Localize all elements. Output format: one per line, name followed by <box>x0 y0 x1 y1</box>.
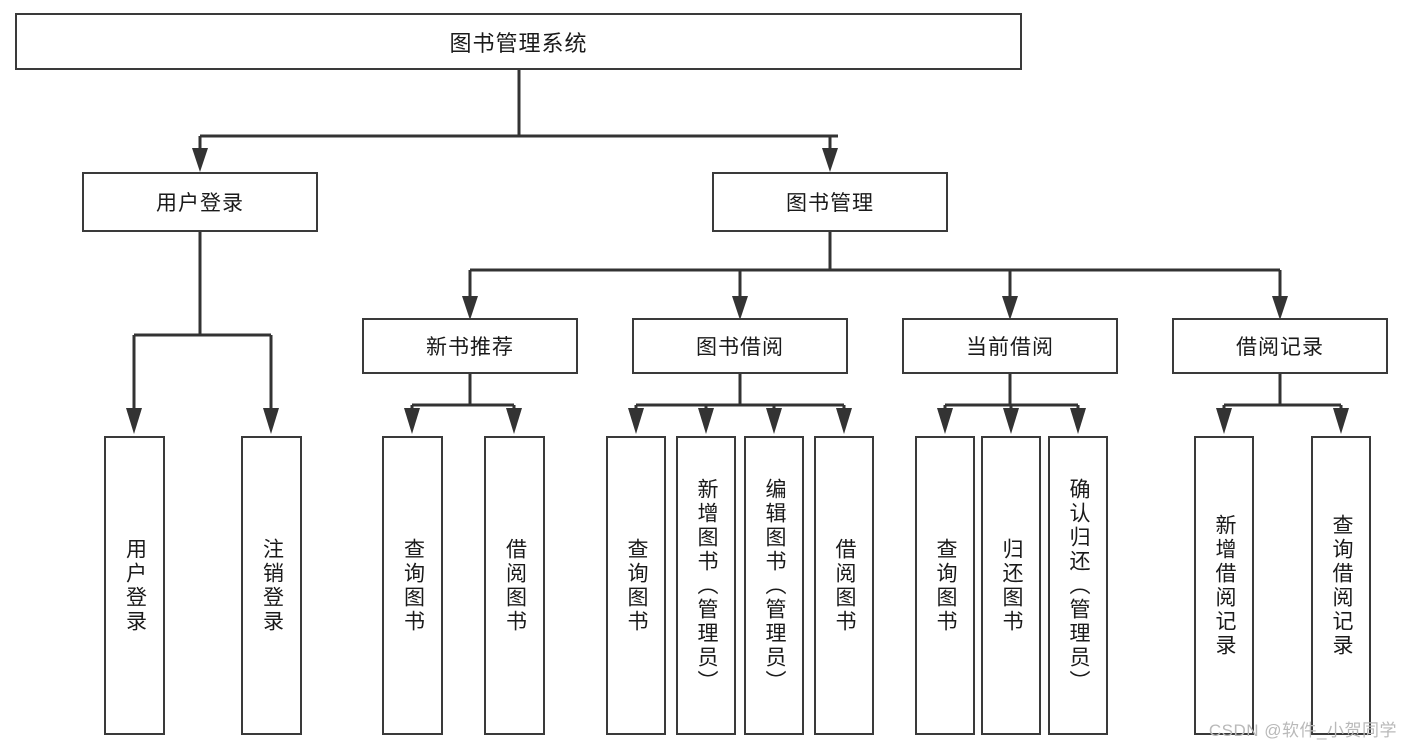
node-root-book-management-system[interactable]: 图书管理系统 <box>15 13 1022 70</box>
leaf-current-confirm-return-admin[interactable]: 确认归还（管理员） <box>1048 436 1108 735</box>
node-label: 查询图书 <box>401 537 425 634</box>
node-label: 查询图书 <box>625 537 649 634</box>
node-label: 确认归还（管理员） <box>1067 477 1091 694</box>
arrow-borrow-records <box>1272 296 1288 320</box>
node-label: 图书管理系统 <box>449 30 588 56</box>
node-label: 借阅图书 <box>833 537 857 634</box>
node-label: 借阅图书 <box>503 537 527 634</box>
node-label: 新书推荐 <box>426 336 514 359</box>
leaf-user-login[interactable]: 用户登录 <box>104 436 165 735</box>
arrow-records-leaf-1 <box>1216 408 1232 434</box>
node-label: 图书管理 <box>786 192 874 215</box>
node-label: 查询图书 <box>934 537 958 634</box>
node-label: 归还图书 <box>1000 537 1024 634</box>
arrow-current-leaf-3 <box>1070 408 1086 434</box>
arrow-borrow-leaf-1 <box>628 408 644 434</box>
node-label: 借阅记录 <box>1236 336 1324 359</box>
arrow-newbook-leaf-2 <box>506 408 522 434</box>
arrow-records-leaf-2 <box>1333 408 1349 434</box>
arrow-newbook-leaf-1 <box>404 408 420 434</box>
arrow-user-login <box>192 148 208 172</box>
leaf-newbook-borrow-books[interactable]: 借阅图书 <box>484 436 545 735</box>
leaf-logout[interactable]: 注销登录 <box>241 436 302 735</box>
arrow-borrow-leaf-3 <box>766 408 782 434</box>
node-label: 查询借阅记录 <box>1330 513 1354 658</box>
arrow-current-leaf-1 <box>937 408 953 434</box>
arrow-current-borrow <box>1002 296 1018 320</box>
node-user-login[interactable]: 用户登录 <box>82 172 318 232</box>
node-new-book-recommend[interactable]: 新书推荐 <box>362 318 578 374</box>
node-label: 图书借阅 <box>696 336 784 359</box>
leaf-records-query-record[interactable]: 查询借阅记录 <box>1311 436 1371 735</box>
leaf-borrow-borrow-books[interactable]: 借阅图书 <box>814 436 874 735</box>
node-label: 注销登录 <box>260 537 284 634</box>
node-label: 新增借阅记录 <box>1213 513 1237 658</box>
arrow-current-leaf-2 <box>1003 408 1019 434</box>
node-label: 用户登录 <box>123 537 147 634</box>
arrow-borrow-leaf-4 <box>836 408 852 434</box>
leaf-current-return-books[interactable]: 归还图书 <box>981 436 1041 735</box>
arrow-new-book <box>462 296 478 320</box>
leaf-newbook-query-books[interactable]: 查询图书 <box>382 436 443 735</box>
node-borrow-records[interactable]: 借阅记录 <box>1172 318 1388 374</box>
arrow-book-borrow <box>732 296 748 320</box>
node-book-borrow[interactable]: 图书借阅 <box>632 318 848 374</box>
leaf-borrow-query-books[interactable]: 查询图书 <box>606 436 666 735</box>
node-label: 用户登录 <box>156 192 244 215</box>
node-label: 编辑图书（管理员） <box>763 477 787 694</box>
arrow-borrow-leaf-2 <box>698 408 714 434</box>
leaf-current-query-books[interactable]: 查询图书 <box>915 436 975 735</box>
arrow-book-manage <box>822 148 838 172</box>
node-book-management[interactable]: 图书管理 <box>712 172 948 232</box>
arrow-leaf-logout <box>263 408 279 434</box>
node-current-borrow[interactable]: 当前借阅 <box>902 318 1118 374</box>
node-label: 新增图书（管理员） <box>695 477 719 694</box>
arrow-leaf-user-login <box>126 408 142 434</box>
node-label: 当前借阅 <box>966 336 1054 359</box>
leaf-records-add-record[interactable]: 新增借阅记录 <box>1194 436 1254 735</box>
leaf-borrow-edit-book-admin[interactable]: 编辑图书（管理员） <box>744 436 804 735</box>
watermark-csdn: CSDN @软件_小贺同学 <box>1208 721 1397 740</box>
leaf-borrow-add-book-admin[interactable]: 新增图书（管理员） <box>676 436 736 735</box>
